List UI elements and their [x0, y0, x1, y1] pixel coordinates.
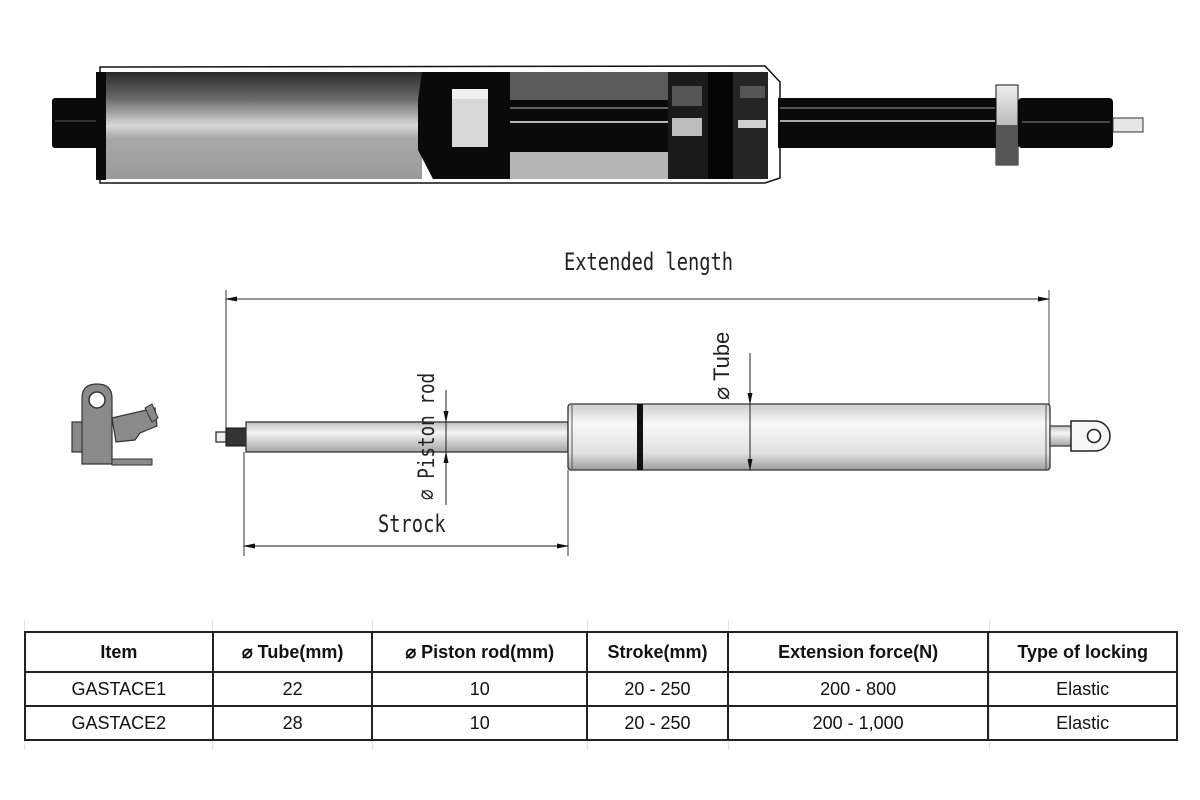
- cell-extension-force: 200 - 800: [726, 671, 990, 707]
- header-type-of-locking: Type of locking: [987, 631, 1178, 673]
- header-piston-rod-diameter: ⌀ Piston rod(mm): [371, 631, 589, 673]
- cell-locking: Elastic: [987, 671, 1178, 707]
- extended-length-label: Extended length: [564, 248, 734, 276]
- cell-tube: 22: [211, 671, 374, 707]
- stroke-label: Strock: [378, 510, 446, 538]
- header-item: Item: [24, 631, 214, 673]
- table-header-row: Item ⌀ Tube(mm) ⌀ Piston rod(mm) Stroke(…: [24, 631, 1178, 673]
- cell-stroke: 20 - 250: [586, 671, 729, 707]
- cell-tube: 28: [211, 705, 374, 741]
- cell-stroke: 20 - 250: [586, 705, 729, 741]
- header-tube-diameter: ⌀ Tube(mm): [211, 631, 374, 673]
- spec-table: Item ⌀ Tube(mm) ⌀ Piston rod(mm) Stroke(…: [24, 631, 1178, 741]
- cell-piston-rod: 10: [371, 705, 589, 741]
- technical-drawing: Extended length ⌀ Piston rod ⌀ Tube Stro…: [0, 210, 1200, 580]
- tube-diameter-label: ⌀ Tube: [709, 331, 734, 400]
- header-extension-force: Extension force(N): [726, 631, 990, 673]
- table-row: GASTACE1 22 10 20 - 250 200 - 800 Elasti…: [24, 671, 1178, 707]
- mounting-bracket-icon: [60, 378, 170, 473]
- cell-locking: Elastic: [987, 705, 1178, 741]
- cell-item: GASTACE2: [24, 705, 214, 741]
- piston-rod-diameter-label: ⌀ Piston rod: [415, 372, 440, 500]
- table-row: GASTACE2 28 10 20 - 250 200 - 1,000 Elas…: [24, 705, 1178, 741]
- product-cutaway-photo: [0, 0, 1200, 210]
- cell-extension-force: 200 - 1,000: [726, 705, 990, 741]
- header-stroke: Stroke(mm): [586, 631, 729, 673]
- cell-item: GASTACE1: [24, 671, 214, 707]
- cell-piston-rod: 10: [371, 671, 589, 707]
